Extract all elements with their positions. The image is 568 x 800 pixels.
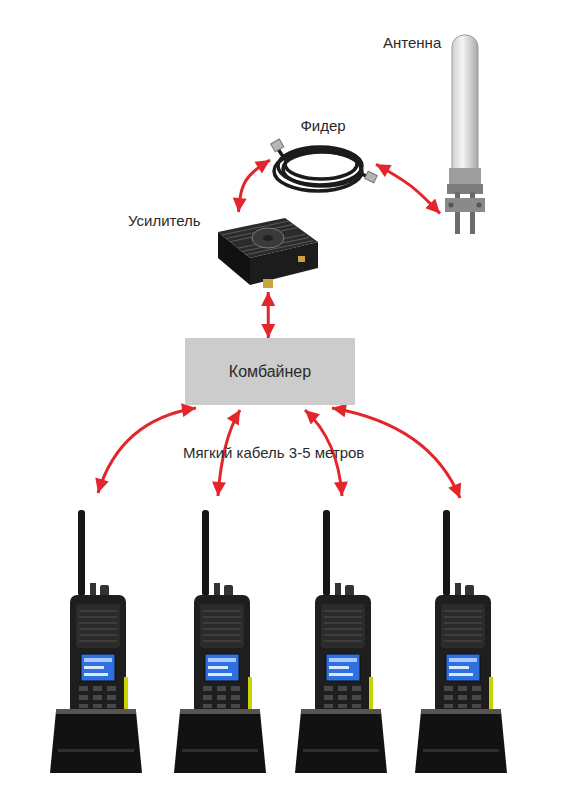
clamp-bolt bbox=[477, 203, 482, 208]
amplifier-side bbox=[218, 232, 250, 285]
rf-connector bbox=[298, 256, 305, 262]
cable-arrow bbox=[98, 408, 196, 493]
cable-end bbox=[278, 149, 284, 158]
antenna-base bbox=[447, 184, 483, 194]
cable-note: Мягкий кабель 3-5 метров bbox=[183, 444, 364, 461]
cable-connector bbox=[271, 139, 284, 152]
amplifier-drawing bbox=[218, 218, 318, 288]
rf-connector bbox=[263, 279, 273, 288]
node-label: Фидер bbox=[270, 117, 376, 134]
amplifier-unit: Усилитель bbox=[212, 212, 318, 292]
mount-clamp bbox=[445, 198, 485, 212]
combiner-box: Комбайнер bbox=[185, 338, 355, 405]
cable-coil bbox=[274, 147, 362, 191]
antenna-drawing bbox=[445, 35, 485, 234]
cable-connector bbox=[365, 171, 377, 182]
heatsink-fins bbox=[222, 221, 313, 255]
fan-hub bbox=[263, 235, 273, 241]
antenna-tube bbox=[452, 35, 478, 185]
radio-unit bbox=[50, 510, 142, 773]
node-label: Комбайнер bbox=[229, 363, 311, 380]
radio-unit bbox=[415, 510, 507, 773]
rf-link-arrow bbox=[239, 160, 271, 212]
feeder-drawing bbox=[271, 139, 378, 191]
radio-unit bbox=[174, 510, 266, 773]
amplifier-front bbox=[250, 242, 318, 285]
cooling-fan bbox=[252, 228, 284, 248]
antenna-unit: Антенна bbox=[440, 28, 490, 234]
radio-unit bbox=[295, 510, 387, 773]
rf-link-arrow bbox=[267, 292, 270, 338]
antenna-ring bbox=[449, 168, 481, 186]
cable-loop bbox=[285, 149, 357, 179]
feeder-cable: Фидер bbox=[270, 115, 376, 197]
clamp-bolt bbox=[449, 203, 454, 208]
soft-cable-arrows bbox=[98, 408, 460, 498]
node-label: Усилитель bbox=[128, 212, 201, 229]
rf-link-arrow bbox=[376, 164, 440, 213]
node-label: Антенна bbox=[383, 34, 441, 51]
